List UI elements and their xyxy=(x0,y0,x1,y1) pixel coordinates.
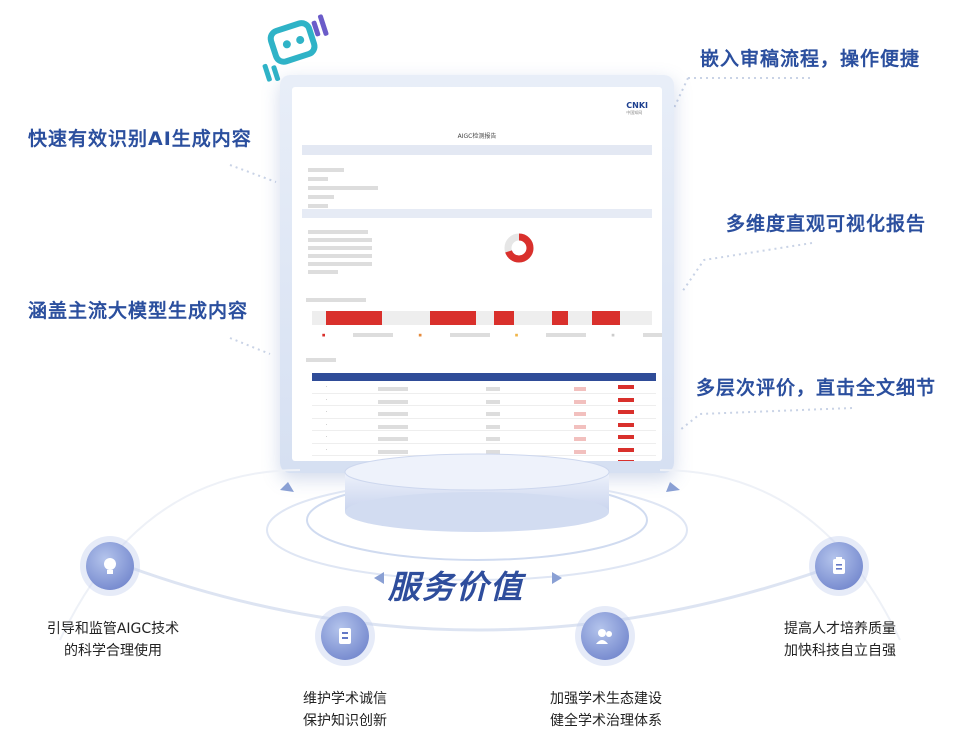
service-value-title: 服务价值 xyxy=(388,568,525,606)
value-caption-2: 维护学术诚信 保护知识创新 xyxy=(303,691,387,729)
table-header-row xyxy=(312,373,656,381)
ai-distribution-bar xyxy=(312,311,652,325)
feature-visual-report: 多维度直观可视化报告 xyxy=(726,213,927,235)
table-row: · xyxy=(312,394,656,406)
document-icon xyxy=(321,612,369,660)
robot-icon xyxy=(262,14,329,82)
table-row: · xyxy=(312,406,656,419)
cnki-logo: CNKI 中国知网 xyxy=(626,101,648,115)
report-screen: CNKI 中国知网 AIGC检测报告 xyxy=(292,87,662,461)
feature-mainstream-models: 涵盖主流大模型生成内容 xyxy=(28,300,249,322)
table-row: · xyxy=(312,419,656,431)
summary-section-header xyxy=(302,209,652,218)
table-row: · xyxy=(312,444,656,456)
feature-detect-ai: 快速有效识别AI生成内容 xyxy=(28,128,252,150)
lightbulb-icon xyxy=(86,542,134,590)
table-row: · xyxy=(312,456,656,461)
clipboard-icon xyxy=(815,542,863,590)
report-meta-bar xyxy=(302,145,652,155)
ai-ratio-donut-chart xyxy=(504,233,534,263)
report-monitor: CNKI 中国知网 AIGC检测报告 xyxy=(280,75,674,473)
report-title: AIGC检测报告 xyxy=(457,133,497,140)
feature-multilevel-eval: 多层次评价，直击全文细节 xyxy=(696,377,937,399)
value-caption-4: 提高人才培养质量 加快科技自立自强 xyxy=(784,621,896,659)
detail-table: · · · · · · · xyxy=(312,373,656,461)
distribution-legend: ■ ■ ■ ■ xyxy=(322,333,662,337)
detail-table-header xyxy=(302,357,336,362)
table-row: · xyxy=(312,381,656,394)
feature-embed-review: 嵌入审稿流程，操作便捷 xyxy=(700,48,921,70)
people-icon xyxy=(581,612,629,660)
distribution-header xyxy=(302,297,366,302)
value-caption-3: 加强学术生态建设 健全学术治理体系 xyxy=(550,691,662,729)
table-row: · xyxy=(312,431,656,444)
value-caption-1: 引导和监管AIGC技术 的科学合理使用 xyxy=(46,621,180,659)
